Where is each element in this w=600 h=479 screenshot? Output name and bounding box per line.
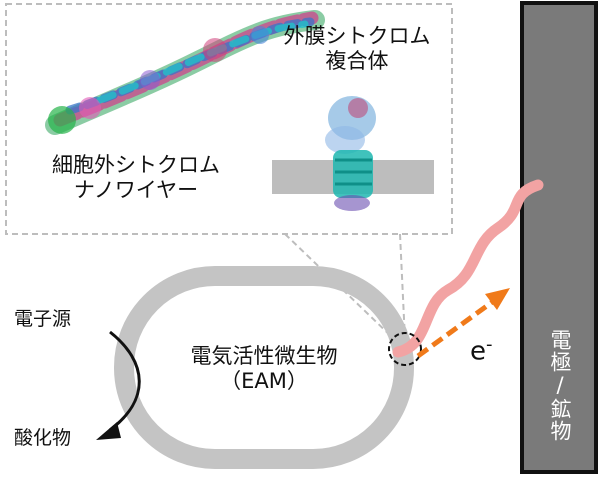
metabolism-arrow	[109, 330, 141, 432]
omc-label-line1: 外膜シトクロム	[283, 24, 431, 48]
electron-donor-label: 電子源	[14, 308, 72, 330]
callout-line-left	[284, 233, 396, 341]
inset-box	[5, 3, 453, 235]
omc-label-line2: 複合体	[325, 49, 389, 73]
electrode-bar	[520, 1, 598, 474]
nanowire-label-line1: 細胞外シトクロム	[52, 153, 220, 177]
metabolism-arrow-head	[96, 422, 121, 440]
electron-symbol: e	[470, 336, 486, 367]
microbe-label-line1: 電気活性微生物	[190, 344, 338, 368]
omc-label: 外膜シトクロム 複合体	[262, 24, 452, 74]
omc-protein-structure	[325, 96, 376, 211]
electron-arrow-head	[485, 288, 510, 310]
microbe-label: 電気活性微生物 （EAM）	[164, 344, 364, 394]
callout-line-right	[399, 233, 406, 341]
electron-charge: -	[486, 334, 493, 355]
contact-marker	[388, 332, 422, 366]
microbe-label-line2: （EAM）	[220, 369, 308, 393]
oxidized-product-label: 酸化物	[14, 427, 72, 449]
electron-label: e-	[470, 330, 493, 367]
nanowire-label-line2: ナノワイヤー	[73, 178, 199, 202]
nanowire-path	[392, 179, 544, 358]
nanowire-protein-structure	[45, 10, 325, 135]
electrode-label: 電極/鉱物	[548, 328, 572, 442]
cell-wall	[114, 266, 414, 469]
nanowire-label: 細胞外シトクロム ナノワイヤー	[18, 153, 254, 203]
electron-arrow	[416, 297, 497, 359]
